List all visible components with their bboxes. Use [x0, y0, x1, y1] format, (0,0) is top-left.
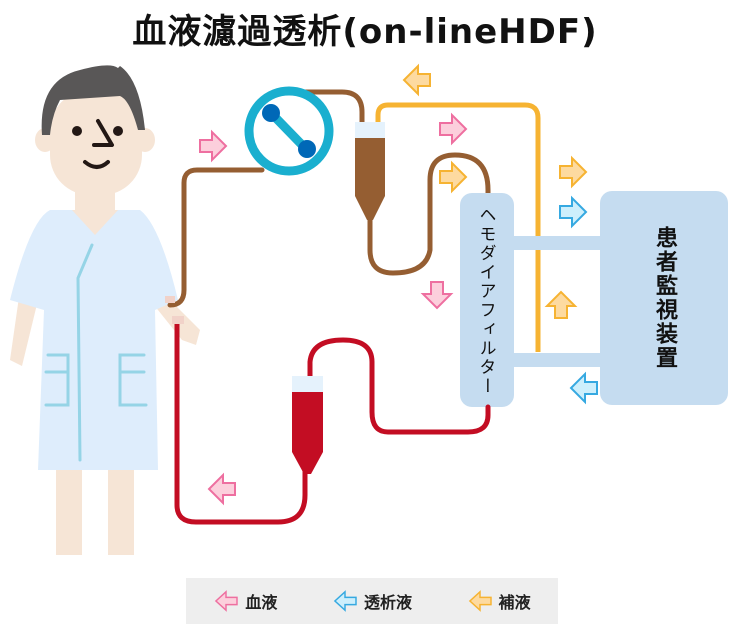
venous-drip-chamber — [292, 376, 323, 474]
blood-pump — [244, 86, 334, 176]
patient-figure — [10, 65, 200, 555]
legend-label-blood: 血液 — [245, 593, 278, 612]
page-title: 血液濾過透析(on-lineHDF) — [132, 12, 598, 52]
patient-monitor-label: 患者監視装置 — [652, 226, 677, 370]
legend-label-substitution: 補液 — [498, 593, 531, 612]
dialysate-flow-arrow-icon — [570, 373, 598, 403]
legend: 血液 透析液 補液 — [186, 578, 558, 624]
blue-arrow-icon — [333, 590, 357, 612]
dialysate-line-lower — [508, 353, 603, 367]
orange-arrow-icon — [468, 590, 492, 612]
arterial-drip-chamber — [355, 122, 385, 220]
blood-flow-arrow-icon — [422, 281, 452, 309]
blood-flow-arrow-icon — [439, 114, 467, 144]
arterial-blood-line — [167, 89, 491, 308]
hemodiafilter — [460, 193, 514, 407]
pink-arrow-icon — [215, 590, 239, 612]
legend-item-blood: 血液 — [213, 589, 277, 613]
blood-flow-arrow-icon — [199, 131, 227, 161]
substitution-fluid-line — [375, 102, 541, 352]
legend-item-dialysate: 透析液 — [332, 589, 412, 613]
hemodiafilter-label: ヘモダイアフィルター — [475, 206, 496, 396]
legend-label-dialysate: 透析液 — [363, 593, 412, 612]
substitution-flow-arrow-icon — [546, 291, 576, 319]
dialysate-line-upper — [508, 236, 603, 250]
substitution-flow-arrow-icon — [439, 162, 467, 192]
patient-monitor — [600, 191, 728, 405]
venous-blood-line — [174, 319, 491, 525]
legend-item-substitution: 補液 — [467, 589, 531, 613]
substitution-flow-arrow-icon — [403, 65, 431, 95]
dialysate-flow-arrow-icon — [559, 197, 587, 227]
substitution-flow-arrow-icon — [559, 157, 587, 187]
blood-flow-arrow-icon — [208, 474, 236, 504]
